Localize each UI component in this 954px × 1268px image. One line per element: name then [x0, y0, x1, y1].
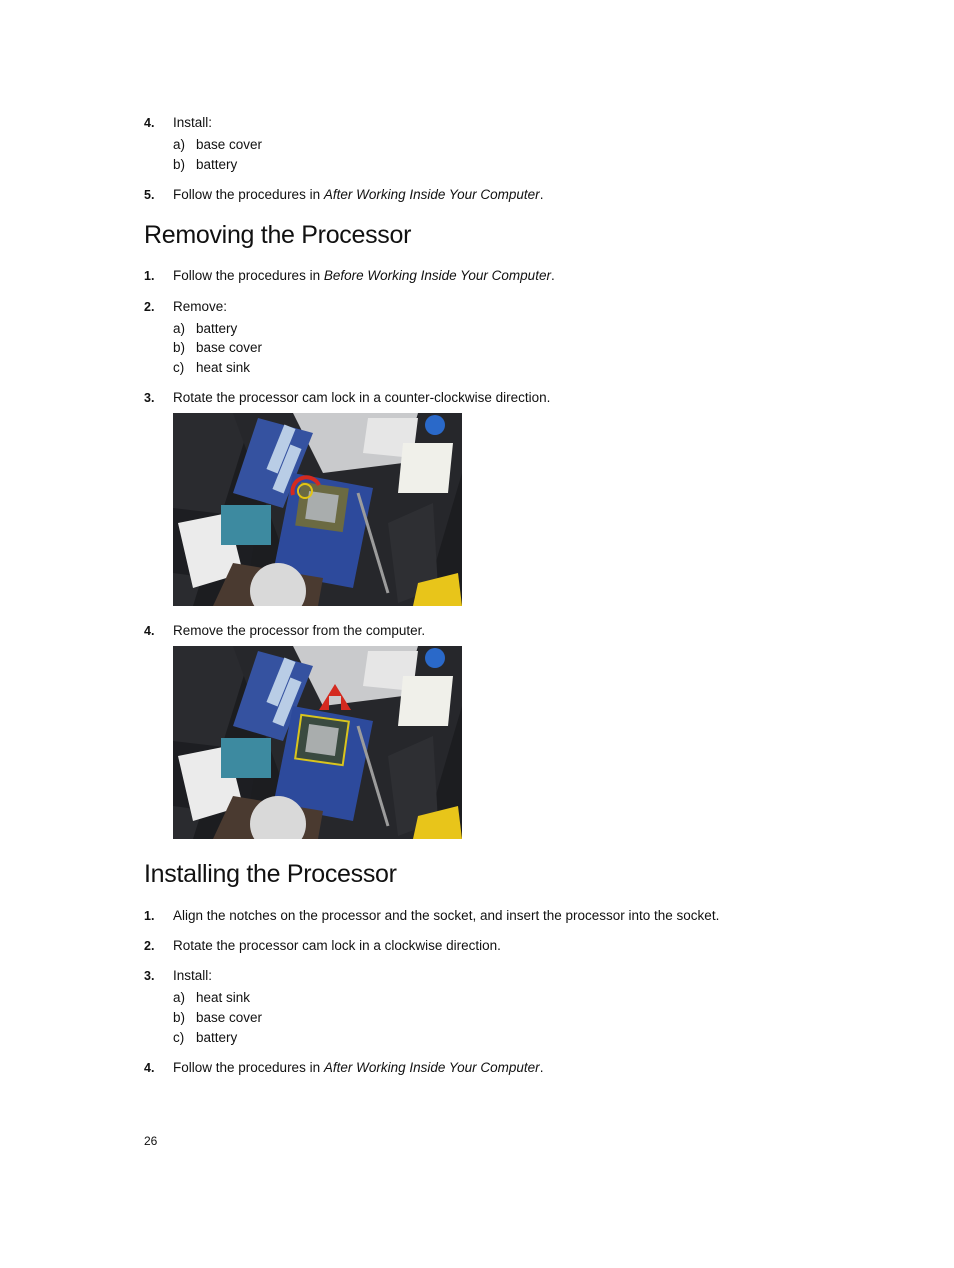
sub-item: a)battery — [173, 321, 238, 336]
sub-item: a)base cover — [173, 137, 263, 152]
sub-item: a)heat sink — [173, 990, 251, 1005]
reference-link: Before Working Inside Your Computer — [323, 268, 551, 283]
step-number: 4. — [144, 116, 155, 130]
section-title-removing: Removing the Processor — [144, 221, 412, 249]
sub-item: b)base cover — [173, 1010, 263, 1025]
sub-item: c)heat sink — [173, 360, 251, 375]
sub-item: c)battery — [173, 1030, 238, 1045]
photo-remove-processor — [173, 646, 462, 839]
reference-link: After Working Inside Your Computer — [323, 187, 540, 202]
step-text: Install: — [173, 115, 213, 130]
section-title-installing: Installing the Processor — [144, 860, 397, 888]
page-number: 26 — [144, 1134, 158, 1148]
photo-cam-lock-rotate — [173, 413, 462, 606]
sub-item: b)battery — [173, 157, 238, 172]
reference-link: After Working Inside Your Computer — [323, 1060, 540, 1075]
sub-item: b)base cover — [173, 340, 263, 355]
